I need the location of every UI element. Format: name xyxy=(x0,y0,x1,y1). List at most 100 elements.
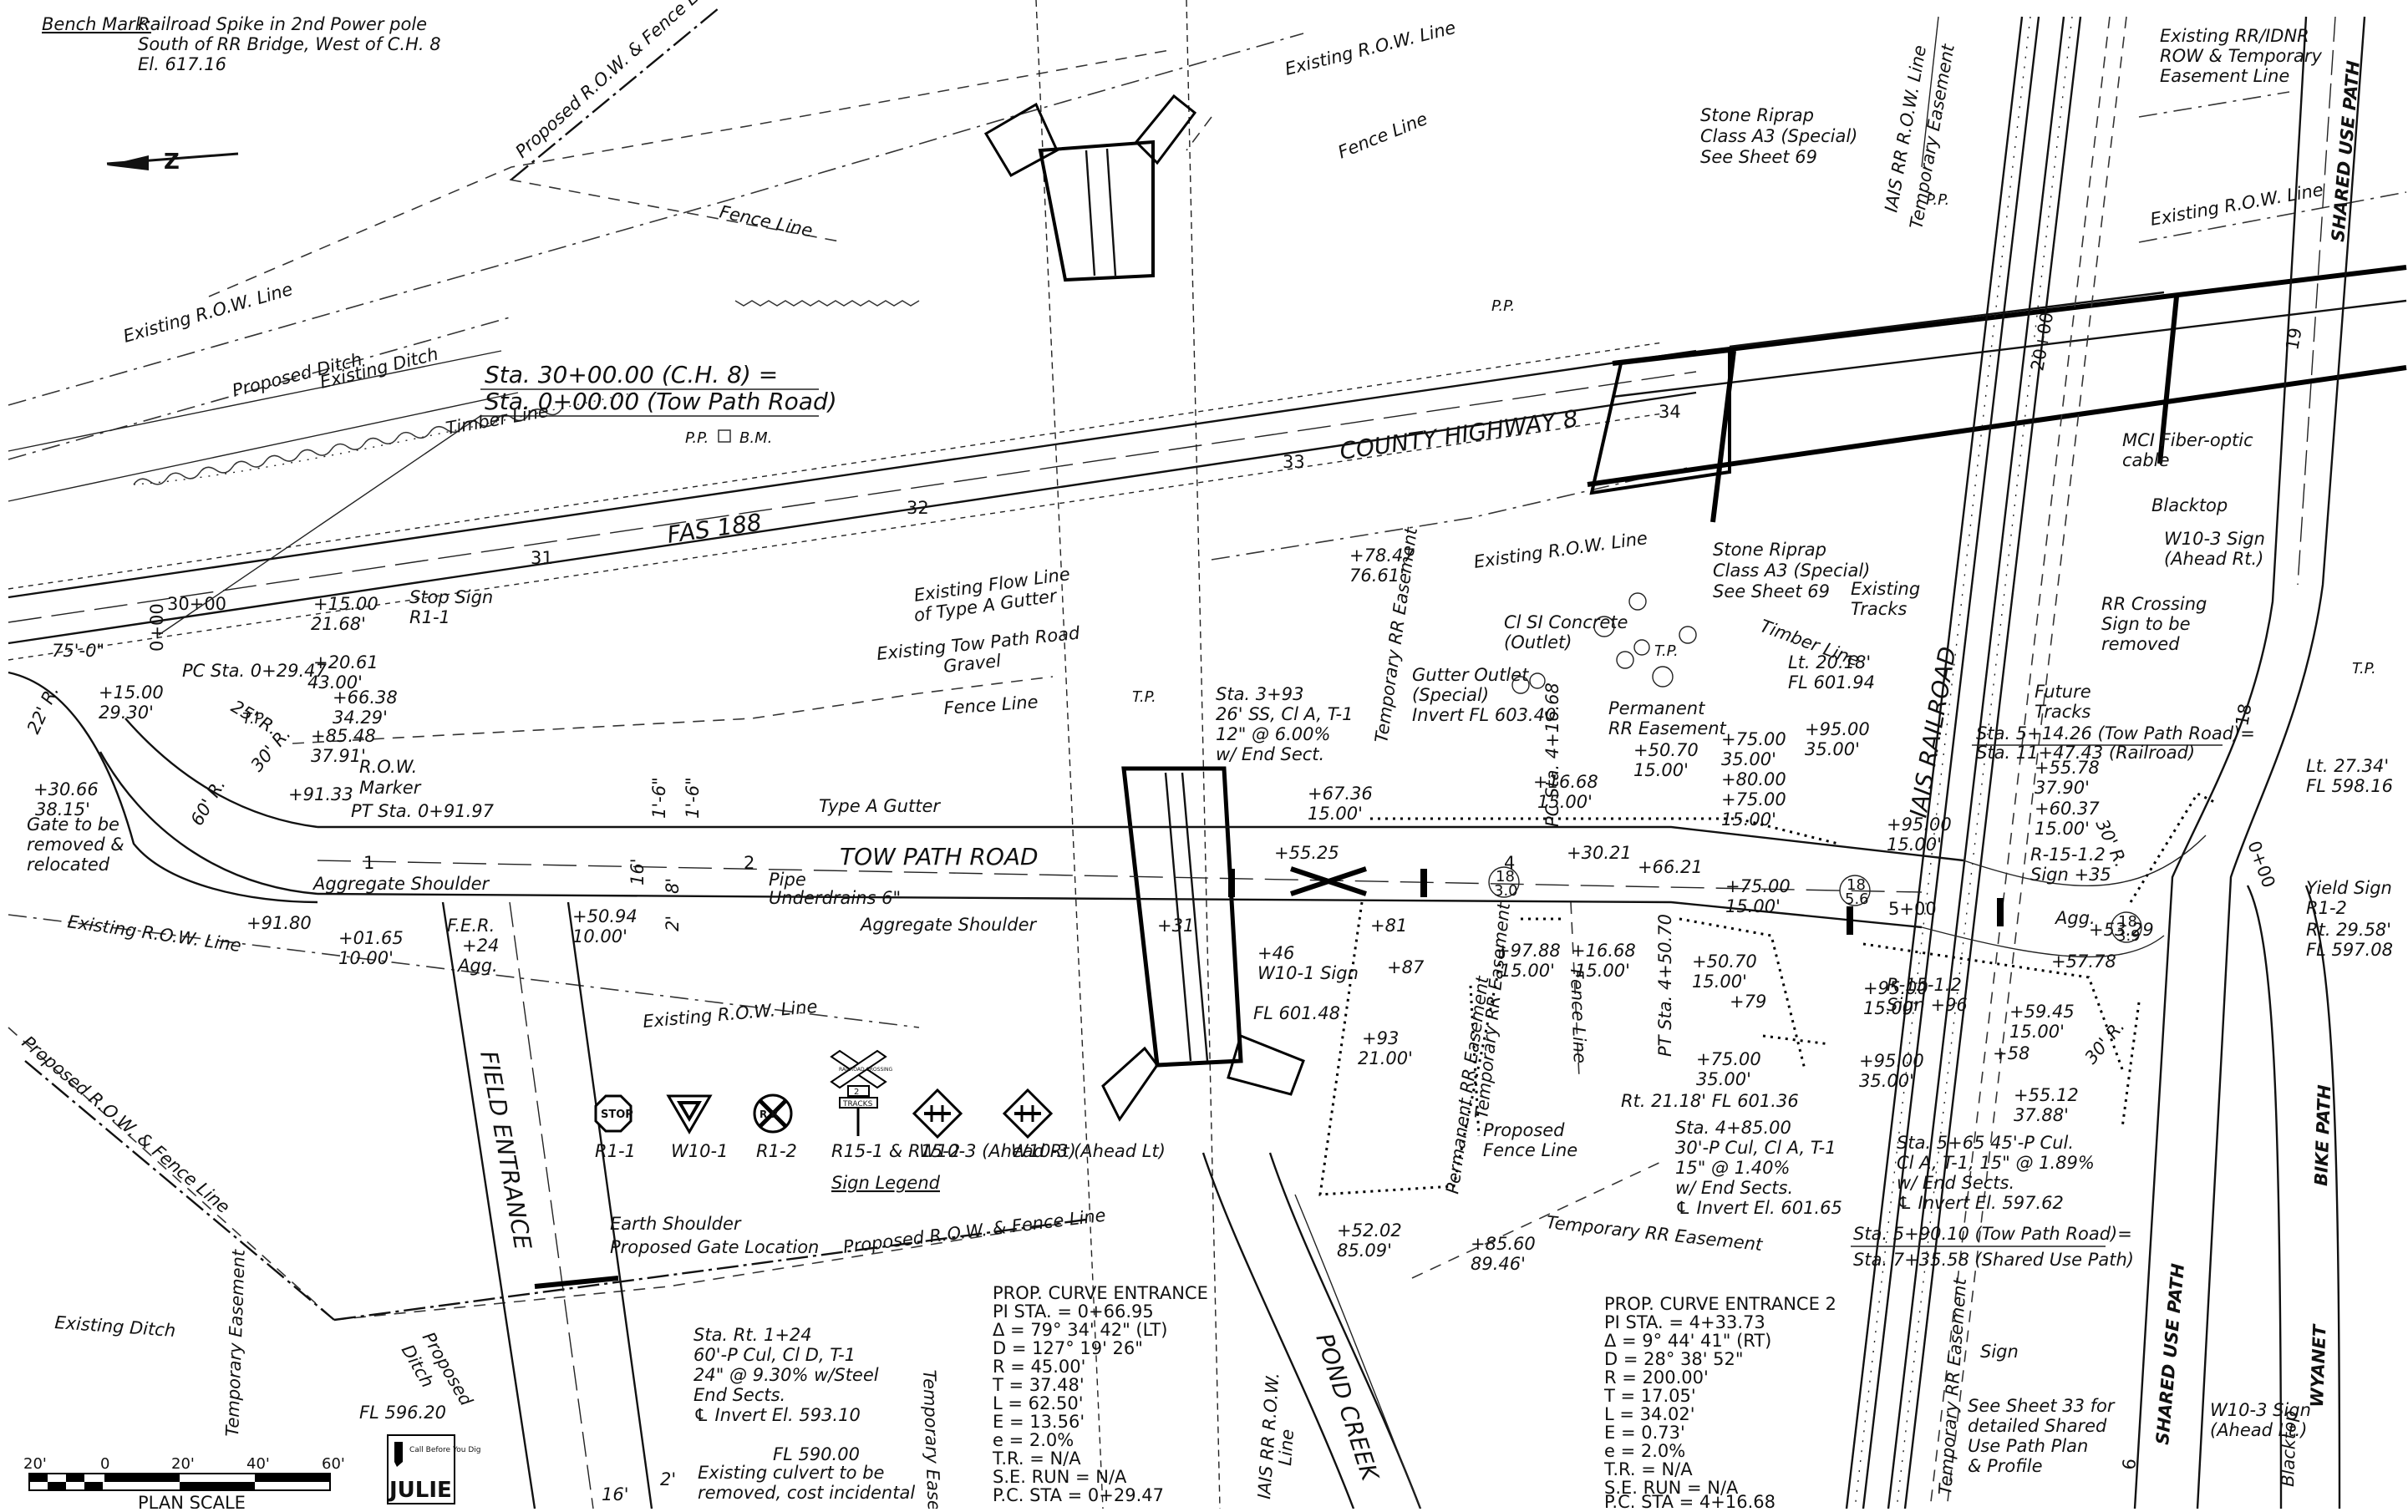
gutter-outlet-note: (Special) xyxy=(1412,685,1489,705)
station-number: 0+00 xyxy=(147,603,167,652)
dimension: +53.29 xyxy=(2089,920,2154,940)
lt-fl-note: Lt. 20.18' xyxy=(1788,652,1871,672)
dimension: 15.00' xyxy=(2035,819,2090,839)
track-ahead-left-icon xyxy=(1002,1088,1054,1139)
easement-hatching xyxy=(1318,792,2215,1196)
radius-label: 30' R. xyxy=(2080,1016,2128,1068)
station-number: 33 xyxy=(1283,452,1305,472)
tow-path-road xyxy=(8,671,2207,958)
rr-crossing-note: RR Crossing xyxy=(2101,594,2207,614)
county-highway-label: COUNTY HIGHWAY 8 xyxy=(1338,404,1579,465)
culvert-note-124: Sta. Rt. 1+24 xyxy=(693,1325,812,1345)
railroad-tracks xyxy=(1845,16,2127,1509)
fence-lines xyxy=(8,49,1664,1321)
aggregate-shoulder-note: Aggregate Shoulder xyxy=(312,874,490,894)
pond-creek xyxy=(1201,1152,1422,1509)
dimension: +95.00 xyxy=(1805,719,1870,739)
w10-3-note: W10-3 Sign xyxy=(2164,529,2265,549)
w10-3-note: (Ahead Lt.) xyxy=(2210,1420,2307,1440)
dimension: 15.00' xyxy=(1887,835,1942,855)
scale-tick: 40' xyxy=(246,1455,270,1473)
culvert-note-565: Sta. 5+65 45'-P Cul. xyxy=(1897,1133,2074,1153)
station-circles: 18 3.0 18 5.6 18 3.9 xyxy=(1488,866,2142,945)
dimension: +01.65 xyxy=(338,928,404,948)
gate-note: relocated xyxy=(27,855,110,875)
dimension: 15.00' xyxy=(1633,760,1689,780)
curve-row: T = 17.05' xyxy=(1603,1386,1696,1406)
riprap-note: Class A3 (Special) xyxy=(1713,561,1870,581)
field-entrance-label: FIELD ENTRANCE xyxy=(475,1048,536,1251)
track-ahead-right-icon xyxy=(912,1088,963,1139)
curve-data-entrance-2: PROP. CURVE ENTRANCE 2 PI STA. = 4+33.73… xyxy=(1603,1294,1836,1512)
blacktop-label: Blacktop xyxy=(2151,495,2228,515)
shared-use-path-label: SHARED USE PATH xyxy=(2328,59,2364,242)
dimension: 35.00' xyxy=(1859,1071,1914,1091)
culvert-note-485: w/ End Sects. xyxy=(1675,1178,1793,1198)
dimension: 10.00' xyxy=(572,926,627,946)
wyanet-label: WYANET xyxy=(2307,1323,2329,1408)
sign-note: Sign xyxy=(1980,1342,2019,1362)
future-tracks-note: Future xyxy=(2035,682,2091,702)
riprap-note: Stone Riprap xyxy=(1713,540,1826,560)
type-a-gutter-note: Type A Gutter xyxy=(819,796,941,816)
pipe-underdrain-note: Underdrains 6" xyxy=(769,888,901,908)
riprap-note: See Sheet 69 xyxy=(1700,147,1817,167)
dimension: 21.00' xyxy=(1358,1048,1413,1068)
dimension: +59.45 xyxy=(2009,1002,2075,1022)
rr-glyph: R R xyxy=(759,1109,779,1120)
pond-creek-label: POND CREEK xyxy=(1310,1330,1384,1486)
dimension: +91.80 xyxy=(246,913,312,933)
concrete-outlet-note: Cl SI Concrete xyxy=(1504,612,1628,632)
dimension: 76.61' xyxy=(1349,566,1405,586)
dimension: +95.00 xyxy=(1859,1051,1924,1071)
dimension: 15.00' xyxy=(2009,1022,2065,1042)
culvert-note-485: 15" @ 1.40% xyxy=(1675,1158,1790,1178)
temp-easement-label: Temporary Easement xyxy=(222,1249,249,1437)
station-equation-line: Sta. 0+00.00 (Tow Path Road) xyxy=(485,388,837,415)
lt-fl-note: FL 601.94 xyxy=(1788,672,1875,693)
station-equation-514: Sta. 11+47.43 (Railroad) xyxy=(1976,743,2195,763)
julie-logo: Call Before You Dig JULIE xyxy=(387,1434,480,1504)
curve-row: E = 0.73' xyxy=(1604,1423,1685,1443)
dimension: +85.48 xyxy=(311,726,376,746)
w10-3-note: W10-3 Sign xyxy=(2210,1400,2311,1420)
rt-fl-note: Rt. 21.18' FL 601.36 xyxy=(1621,1091,1799,1111)
r15-sign-note: R-15-1.2 xyxy=(1887,975,1962,995)
curve-row: P.C. STA = 0+29.47 xyxy=(993,1485,1164,1505)
future-tracks-note: Tracks xyxy=(2035,702,2090,722)
pt-station-label: PT Sta. 4+50.70 xyxy=(1655,914,1675,1057)
culvert-note-124: ℄ Invert El. 593.10 xyxy=(693,1405,861,1425)
row-line-label: Existing R.O.W. Line xyxy=(642,997,818,1032)
dimension: +16.68 xyxy=(1571,941,1636,961)
proposed-row-fence xyxy=(24,8,1087,1322)
curve-row: R = 200.00' xyxy=(1604,1367,1709,1388)
timber-line xyxy=(133,300,920,485)
proposed-fence-note: Fence Line xyxy=(1483,1140,1577,1160)
r15-sign-note: R-15-1.2 xyxy=(2030,845,2106,865)
curve-row: D = 127° 19' 26" xyxy=(993,1338,1143,1358)
temp-rr-easement-label: Temporary RR Easement xyxy=(1545,1212,1764,1255)
curve-row: D = 28° 38' 52" xyxy=(1604,1349,1744,1369)
circle-text: 3.9 xyxy=(2116,927,2141,945)
fer-note: Agg. xyxy=(456,956,498,976)
dimension: 21.68' xyxy=(311,614,366,634)
dimension: +50.70 xyxy=(1692,951,1757,972)
dimension: 10.00' xyxy=(338,948,394,968)
shared-use-path-label: SHARED USE PATH xyxy=(2152,1262,2188,1445)
curve-row: P.C. STA = 4+16.68 xyxy=(1604,1492,1776,1509)
dimension: +58 xyxy=(1993,1043,2030,1063)
circle-text: 18 xyxy=(1496,868,1515,885)
curve-row: PI STA. = 0+66.95 xyxy=(993,1301,1154,1322)
dimension: +50.70 xyxy=(1633,740,1699,760)
lt-fl-note: FL 598.16 xyxy=(2306,776,2393,796)
plan-scale: 20' 0 20' 40' 60' PLAN SCALE xyxy=(23,1455,345,1512)
railroad-crossing-marks xyxy=(1228,866,2004,935)
pc-station-label: PC Sta. 0+29.47 xyxy=(182,661,327,681)
width-label: 16' xyxy=(602,1484,629,1504)
bike-path-label: BIKE PATH xyxy=(2311,1084,2334,1187)
riprap-note: Stone Riprap xyxy=(1700,105,1814,125)
dimension: +78.47 xyxy=(1349,545,1415,566)
plan-scale-title: PLAN SCALE xyxy=(138,1493,246,1509)
existing-culvert-note: removed, cost incidental xyxy=(698,1483,915,1503)
